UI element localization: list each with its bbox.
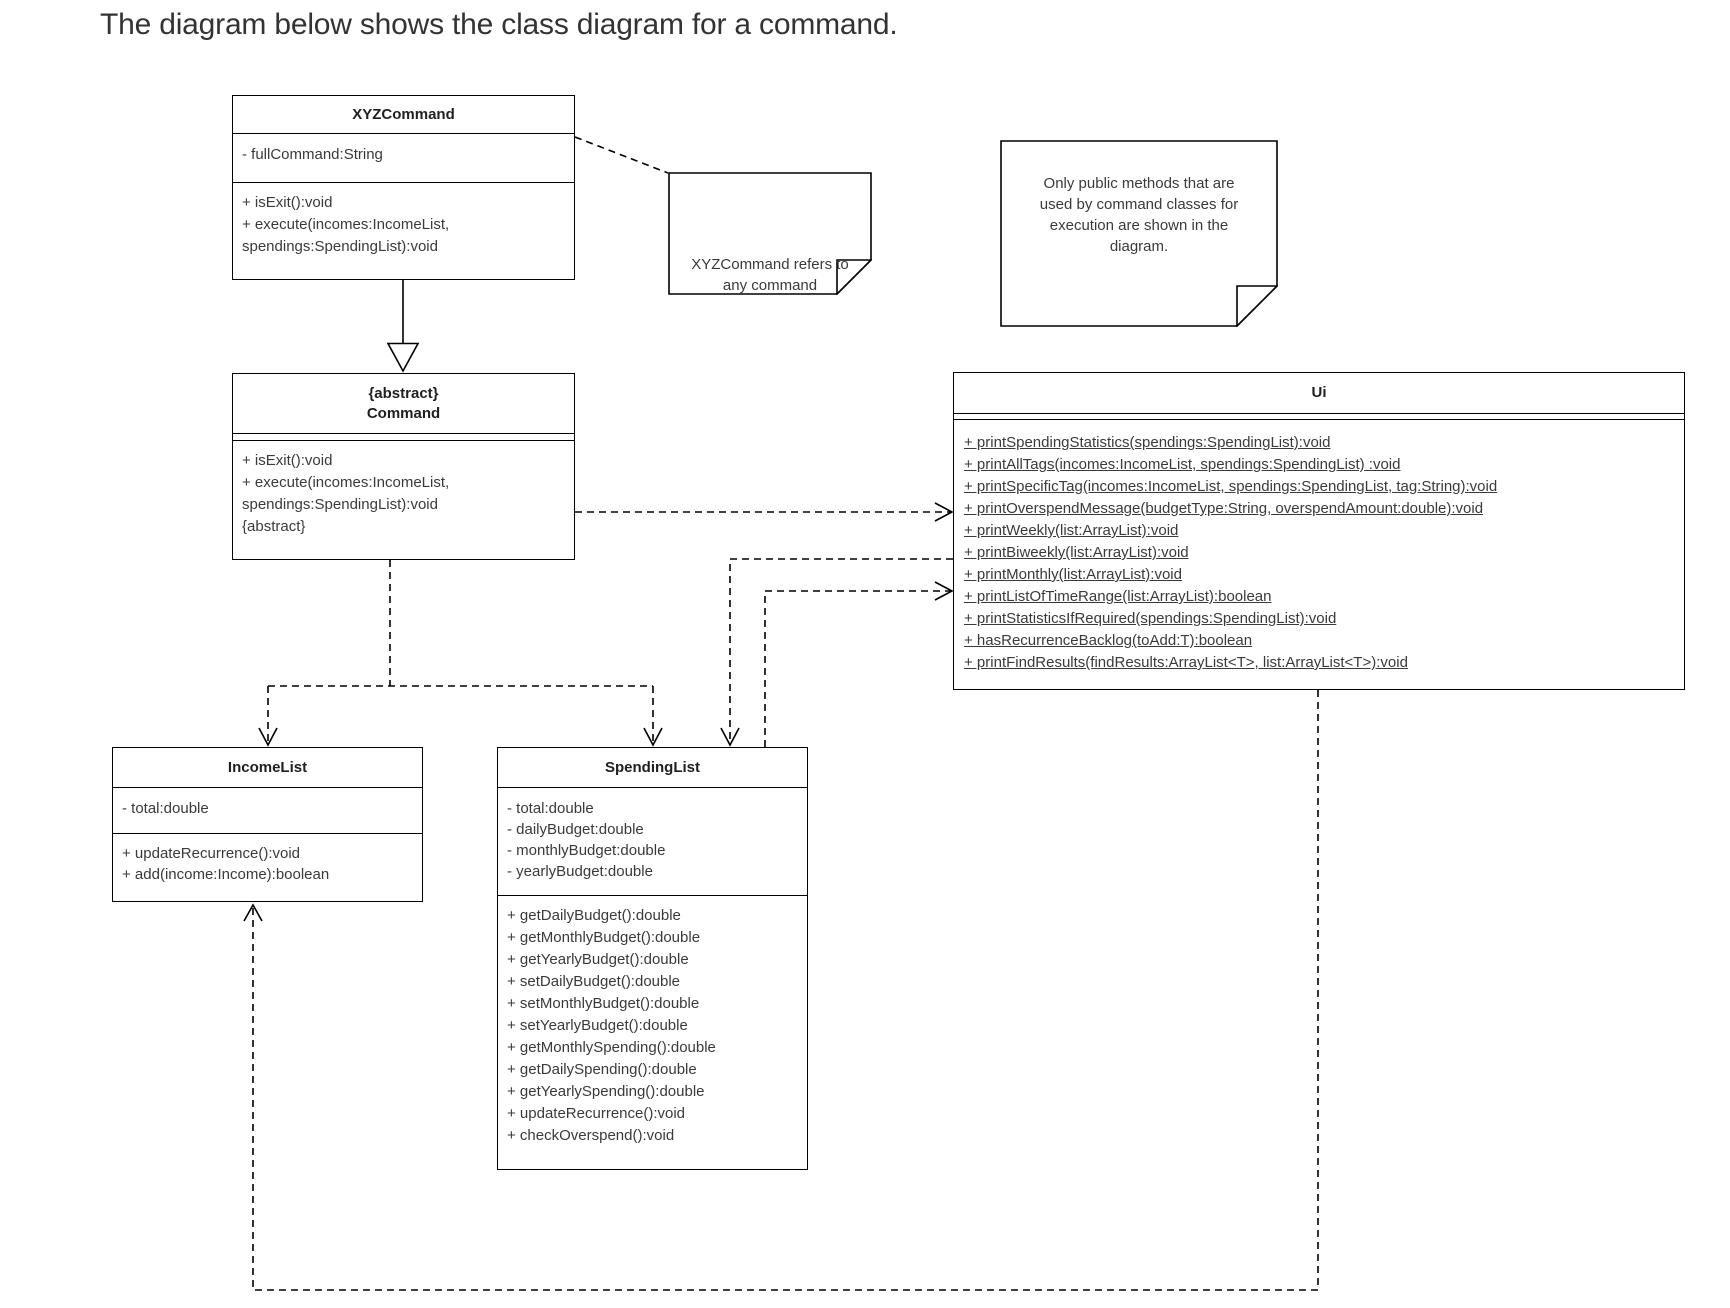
class-method: {abstract} — [242, 518, 306, 535]
class-method: + printBiweekly(list:ArrayList):void — [964, 544, 1189, 561]
class-methods: + isExit():void + execute(incomes:IncomeL… — [233, 441, 574, 538]
class-name: SpendingList — [605, 758, 700, 776]
class-method: + setMonthlyBudget():double — [507, 995, 700, 1012]
class-methods: + isExit():void + execute(incomes:IncomeL… — [233, 183, 574, 258]
class-name: IncomeList — [227, 758, 308, 776]
connector-dependency-command-ui — [575, 502, 954, 522]
class-attributes: - total:double — [113, 788, 422, 834]
connector-dependency-command-incomelist-spendinglist — [258, 560, 663, 747]
class-attribute: - yearlyBudget:double — [507, 863, 653, 880]
class-attribute: - fullCommand:String — [242, 146, 383, 163]
class-method: + printOverspendMessage(budgetType:Strin… — [964, 500, 1484, 517]
class-attribute: - monthlyBudget:double — [507, 842, 666, 859]
class-method: + getDailySpending():double — [507, 1061, 697, 1078]
class-method: + execute(incomes:IncomeList, — [242, 474, 450, 491]
class-attribute: - total:double — [122, 800, 209, 817]
class-method: + setDailyBudget():double — [507, 973, 681, 990]
empty-attributes-compartment — [954, 414, 1684, 420]
class-box-ui: Ui + printSpendingStatistics(spendings:S… — [953, 372, 1685, 690]
class-method: + getYearlyBudget():double — [507, 951, 689, 968]
note-shape — [1000, 140, 1278, 327]
class-method: + printWeekly(list:ArrayList):void — [964, 522, 1179, 539]
class-attributes: - fullCommand:String — [233, 134, 574, 183]
class-method: + setYearlyBudget():double — [507, 1017, 688, 1034]
class-box-incomelist: IncomeList - total:double + updateRecurr… — [112, 747, 423, 902]
class-method: spendings:SpendingList):void — [242, 496, 438, 513]
class-method: + printSpendingStatistics(spendings:Spen… — [964, 434, 1331, 451]
note-line: XYZCommand refers to — [691, 256, 849, 273]
class-attributes: - total:double - dailyBudget:double - mont… — [498, 788, 807, 896]
class-method: + isExit():void — [242, 194, 333, 211]
page-title: The diagram below shows the class diagra… — [100, 8, 898, 41]
class-box-xyzcommand: XYZCommand - fullCommand:String + isExit… — [232, 95, 575, 280]
class-method: + printMonthly(list:ArrayList):void — [964, 566, 1182, 583]
connector-generalization-xyzcommand-command — [386, 280, 420, 373]
class-method: spendings:SpendingList):void — [242, 238, 438, 255]
class-method: + updateRecurrence():void — [507, 1105, 686, 1122]
class-methods: + getDailyBudget():double + getMonthlyBud… — [498, 896, 807, 1147]
class-method: + printStatisticsIfRequired(spendings:Sp… — [964, 610, 1337, 627]
class-box-command: {abstract} Command + isExit():void + exec… — [232, 373, 575, 560]
note-line: execution are shown in the — [1049, 217, 1229, 234]
class-method: + isExit():void — [242, 452, 333, 469]
class-method: + getMonthlySpending():double — [507, 1039, 716, 1056]
class-method: + printFindResults(findResults:ArrayList… — [964, 654, 1408, 671]
connector-note-link — [574, 136, 669, 174]
class-name: XYZCommand — [352, 105, 455, 123]
class-methods: + updateRecurrence():void + add(income:In… — [113, 834, 422, 885]
note-xyzcommand: XYZCommand refers to any command — [668, 172, 872, 295]
note-line: any command — [722, 277, 818, 294]
class-method: + getMonthlyBudget():double — [507, 929, 701, 946]
class-method: + printAllTags(incomes:IncomeList, spend… — [964, 456, 1401, 473]
note-line: Only public methods that are — [1043, 175, 1235, 192]
class-method: + add(income:Income):boolean — [122, 866, 330, 883]
class-stereotype: {abstract} — [368, 384, 439, 402]
note-line: diagram. — [1109, 238, 1169, 255]
class-box-spendinglist: SpendingList - total:double - dailyBudget… — [497, 747, 808, 1170]
note-public-methods: Only public methods that are used by comm… — [1000, 140, 1278, 327]
class-method: + updateRecurrence():void — [122, 845, 301, 862]
note-line: used by command classes for — [1039, 196, 1239, 213]
class-method: + execute(incomes:IncomeList, — [242, 216, 450, 233]
class-name: Ui — [1311, 384, 1327, 401]
class-attribute: - dailyBudget:double — [507, 821, 644, 838]
connector-dependency-ui-spendinglist — [720, 558, 953, 747]
note-text: XYZCommand refers to any command — [668, 254, 872, 296]
empty-attributes-compartment — [233, 434, 574, 441]
class-method: + printListOfTimeRange(list:ArrayList):b… — [964, 588, 1272, 605]
class-method: + hasRecurrenceBacklog(toAdd:T):boolean — [964, 632, 1253, 649]
note-text: Only public methods that are used by comm… — [1000, 173, 1278, 257]
connector-dependency-spendinglist-ui — [764, 581, 954, 747]
class-method: + getDailyBudget():double — [507, 907, 681, 924]
class-method: + printSpecificTag(incomes:IncomeList, s… — [964, 478, 1498, 495]
class-method: + getYearlySpending():double — [507, 1083, 705, 1100]
class-method: + checkOverspend():void — [507, 1127, 675, 1144]
class-name: Command — [366, 404, 441, 422]
note-shape — [668, 172, 872, 295]
class-methods: + printSpendingStatistics(spendings:Spen… — [954, 420, 1684, 674]
class-attribute: - total:double — [507, 800, 594, 817]
